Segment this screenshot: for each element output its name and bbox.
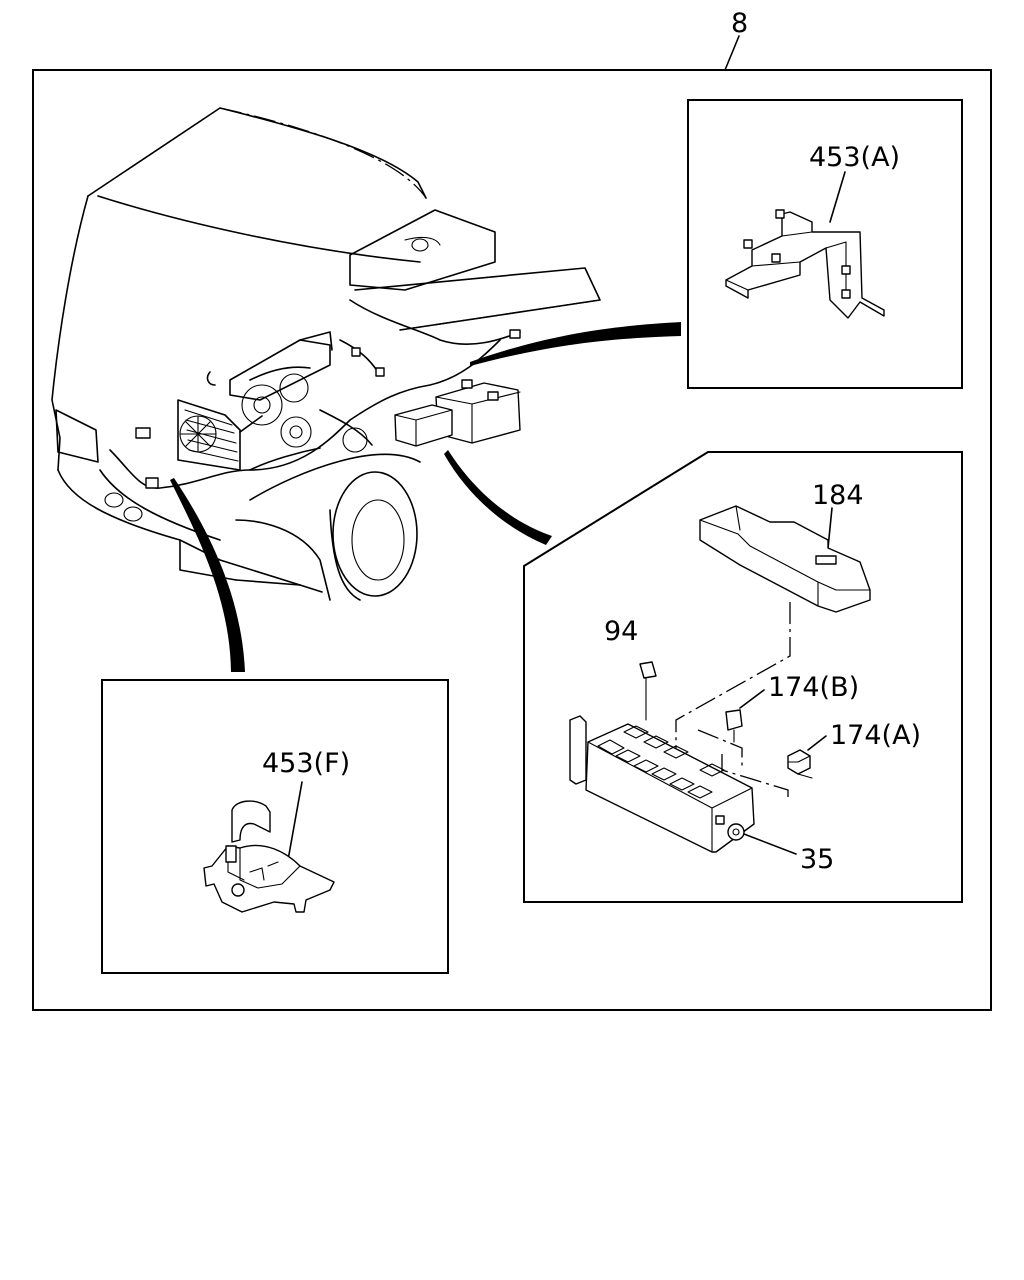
- inset-bracket-f: [101, 679, 449, 974]
- bracket-a-part: [725, 209, 885, 319]
- leader-453f: [287, 781, 303, 861]
- assembly-leader-line: [724, 35, 740, 71]
- callout-184: 184: [812, 480, 864, 511]
- relay-a-axis: [721, 754, 789, 800]
- callout-174a: 174(A): [830, 720, 921, 751]
- pointer-to-bracket-f: [170, 478, 245, 672]
- relay-b-axis: [697, 729, 743, 768]
- assembly-number-label: 8: [731, 8, 748, 39]
- bracket-f-part: [203, 800, 335, 913]
- fuse-part: [639, 661, 657, 721]
- vehicle-illustration: [51, 107, 601, 601]
- leader-174b: [739, 689, 765, 709]
- callout-94: 94: [604, 616, 638, 647]
- fuse-cover-part: [699, 505, 871, 613]
- callout-174b: 174(B): [768, 672, 859, 703]
- callout-453f: 453(F): [262, 748, 350, 779]
- callout-453a: 453(A): [809, 142, 900, 173]
- leader-453a: [829, 171, 846, 223]
- relay-box-part: [569, 715, 755, 853]
- leader-174a: [807, 735, 827, 751]
- cover-to-box-axis: [675, 602, 791, 748]
- relay-b-part: [725, 709, 743, 743]
- leader-35: [743, 833, 797, 855]
- callout-35: 35: [800, 844, 834, 875]
- pointer-to-relay-box: [444, 450, 552, 545]
- relay-a-part: [787, 749, 813, 779]
- pointer-to-bracket-a: [470, 322, 681, 366]
